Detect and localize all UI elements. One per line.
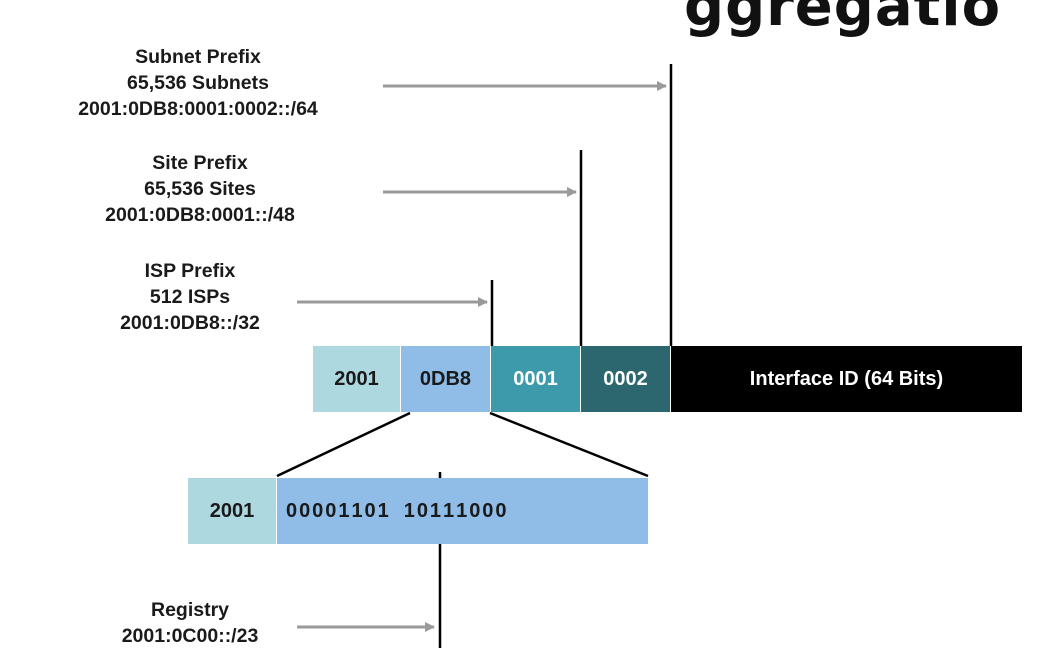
bit-11: 1 xyxy=(443,499,455,522)
bit-5: 1 xyxy=(351,499,363,522)
bit-3: 0 xyxy=(325,499,337,522)
bit-12: 1 xyxy=(456,499,468,522)
bit-15: 0 xyxy=(495,499,507,522)
address-segment-0db8: 0DB8 xyxy=(401,346,491,412)
site-prefix-label: Site Prefix 65,536 Sites 2001:0DB8:0001:… xyxy=(105,152,295,226)
interface-id-segment: Interface ID (64 Bits) xyxy=(671,346,1022,412)
bit-10: 1 xyxy=(429,499,442,522)
zoom-line-left xyxy=(276,411,411,478)
bit-1: 0 xyxy=(299,499,311,522)
registry-label: Registry 2001:0C00::/23 xyxy=(121,599,259,647)
address-segment-2001: 2001 xyxy=(313,346,401,412)
slide-title-fragment: ggregatio xyxy=(684,0,1002,39)
bit-13: 0 xyxy=(469,499,481,522)
subnet-prefix-label: Subnet Prefix 65,536 Subnets 2001:0DB8:0… xyxy=(78,46,318,120)
address-segment-0002: 0002 xyxy=(581,346,671,412)
bit-8: 1 xyxy=(403,499,415,522)
bit-14: 0 xyxy=(482,499,494,522)
bit-2: 0 xyxy=(312,499,324,522)
expanded-prefix-2001: 2001 xyxy=(188,478,277,544)
zoom-line-right xyxy=(489,411,649,478)
bit-9: 0 xyxy=(416,499,428,522)
bit-0: 0 xyxy=(285,499,298,522)
bit-4: 1 xyxy=(338,499,350,522)
bit-7: 1 xyxy=(377,499,389,522)
isp-prefix-label: ISP Prefix 512 ISPs 2001:0DB8::/32 xyxy=(120,260,260,334)
address-segment-0001: 0001 xyxy=(491,346,581,412)
bit-6: 0 xyxy=(364,499,376,522)
